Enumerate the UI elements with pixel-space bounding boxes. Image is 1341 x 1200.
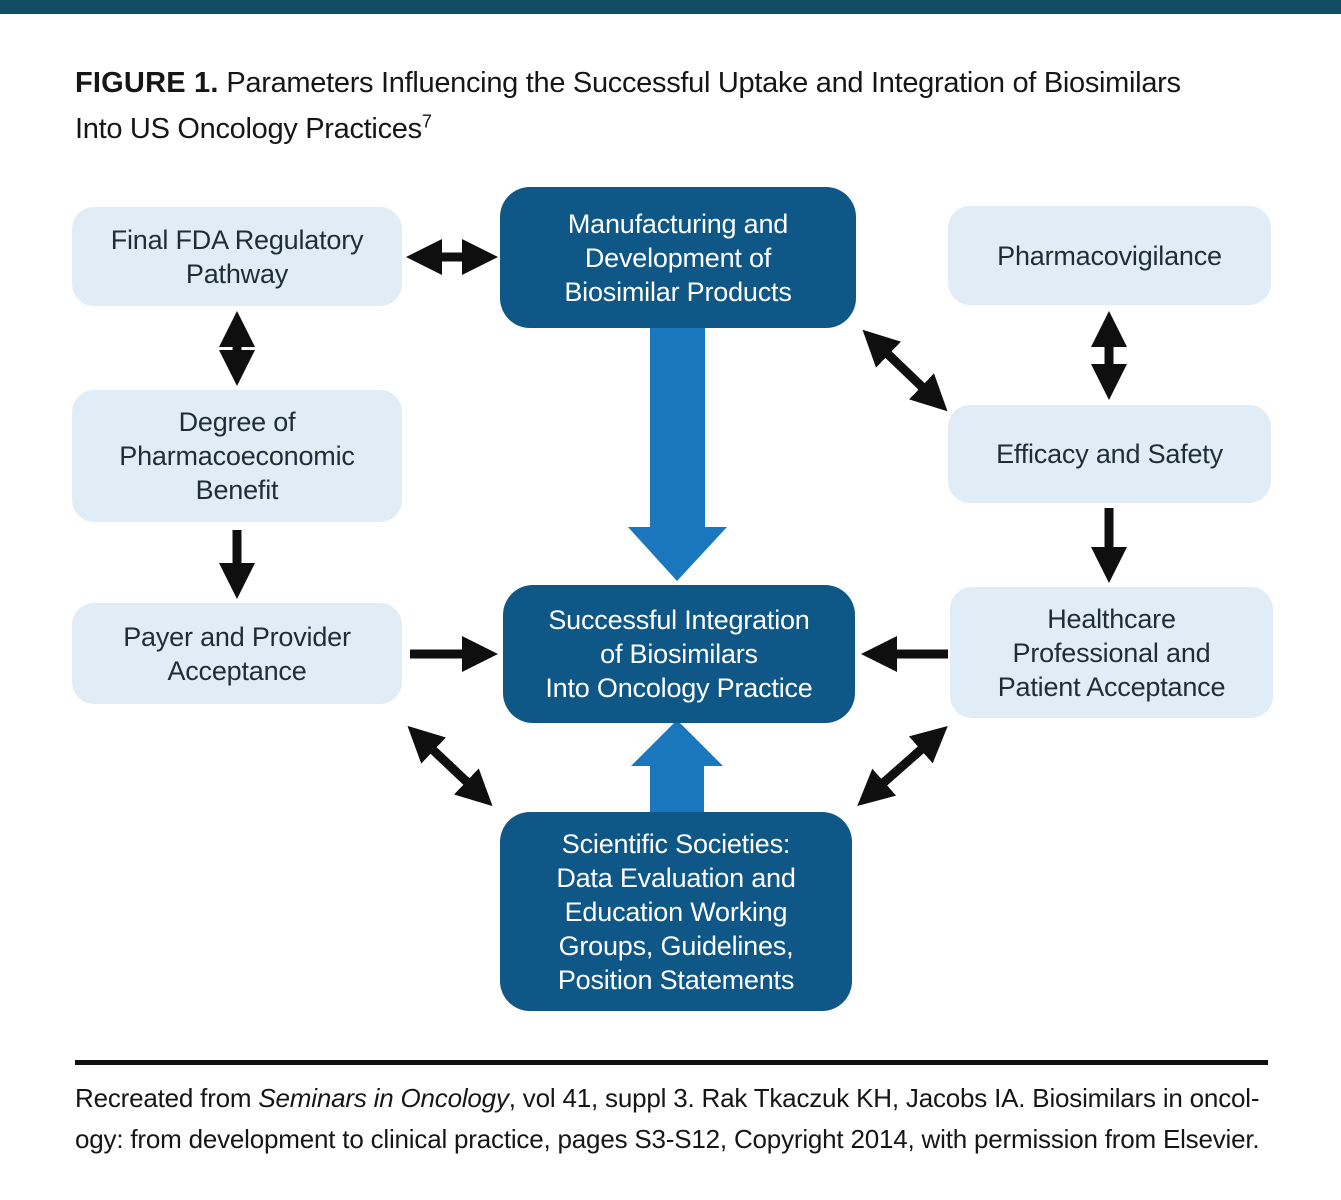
- citation-journal-name: Seminars in Oncology: [258, 1083, 509, 1113]
- box-line: Education Working: [564, 896, 788, 927]
- box-line: Pharmacoeconomic: [119, 441, 355, 471]
- box-line: Groups, Guidelines,: [558, 930, 794, 961]
- figure-title-text: Parameters Influencing the Successful Up…: [218, 67, 1181, 99]
- box-line: Efficacy and Safety: [996, 439, 1223, 469]
- top-accent-bar: [0, 0, 1341, 14]
- footer-divider: [75, 1060, 1268, 1065]
- citation-line2: ogy: from development to clinical practi…: [75, 1124, 1260, 1154]
- citation-prefix: Recreated from: [75, 1083, 259, 1113]
- box-line: Acceptance: [167, 655, 307, 686]
- box-line: Professional and: [1012, 637, 1211, 668]
- arrow-healthcare-scientific: [857, 726, 948, 806]
- box-line: Successful Integration: [548, 605, 810, 635]
- box-line: Final FDA Regulatory: [110, 224, 364, 255]
- box-line: Into Oncology Practice: [545, 673, 813, 703]
- citation-text: Recreated from Seminars in Oncology, vol…: [75, 1078, 1285, 1160]
- box-line: Pathway: [185, 258, 289, 289]
- box-pharmacovigilance: Pharmacovigilance: [948, 206, 1271, 305]
- box-line: Payer and Provider: [123, 621, 351, 652]
- box-degree-pharmacoeconomic-benefit: Degree of Pharmacoeconomic Benefit: [72, 390, 402, 522]
- box-healthcare-professional-patient-acceptance: Healthcare Professional and Patient Acce…: [950, 587, 1273, 718]
- box-line: Position Statements: [557, 964, 795, 995]
- box-line: Healthcare: [1047, 603, 1176, 634]
- figure-title-line2: Into US Oncology Practices: [75, 113, 422, 145]
- box-line: Pharmacovigilance: [997, 240, 1222, 271]
- figure-number-label: FIGURE 1.: [75, 67, 219, 99]
- figure-title-superscript: 7: [421, 111, 432, 132]
- box-manufacturing-development: Manufacturing and Development of Biosimi…: [500, 187, 856, 328]
- box-final-fda-regulatory-pathway: Final FDA Regulatory Pathway: [72, 207, 402, 306]
- box-line: of Biosimilars: [600, 639, 758, 669]
- box-line: Benefit: [195, 475, 279, 505]
- figure-title: FIGURE 1. Parameters Influencing the Suc…: [75, 60, 1295, 152]
- box-successful-integration: Successful Integration of Biosimilars In…: [503, 585, 855, 723]
- big-down-arrow: [628, 318, 727, 581]
- arrow-manufacturing-efficacy: [862, 329, 948, 412]
- arrow-payer-scientific: [407, 725, 493, 807]
- box-line: Patient Acceptance: [997, 671, 1226, 702]
- box-efficacy-and-safety: Efficacy and Safety: [948, 405, 1271, 503]
- box-payer-provider-acceptance: Payer and Provider Acceptance: [72, 603, 402, 704]
- citation-line1-suffix: , vol 41, suppl 3. Rak Tkaczuk KH, Jacob…: [508, 1083, 1260, 1113]
- box-scientific-societies: Scientific Societies: Data Evaluation an…: [500, 812, 852, 1011]
- box-line: Development of: [584, 242, 772, 273]
- big-up-arrow: [631, 720, 723, 816]
- box-line: Manufacturing and: [567, 208, 789, 239]
- box-line: Scientific Societies:: [561, 828, 791, 859]
- box-line: Data Evaluation and: [556, 862, 796, 893]
- box-line: Biosimilar Products: [564, 276, 792, 307]
- box-line: Degree of: [178, 407, 296, 437]
